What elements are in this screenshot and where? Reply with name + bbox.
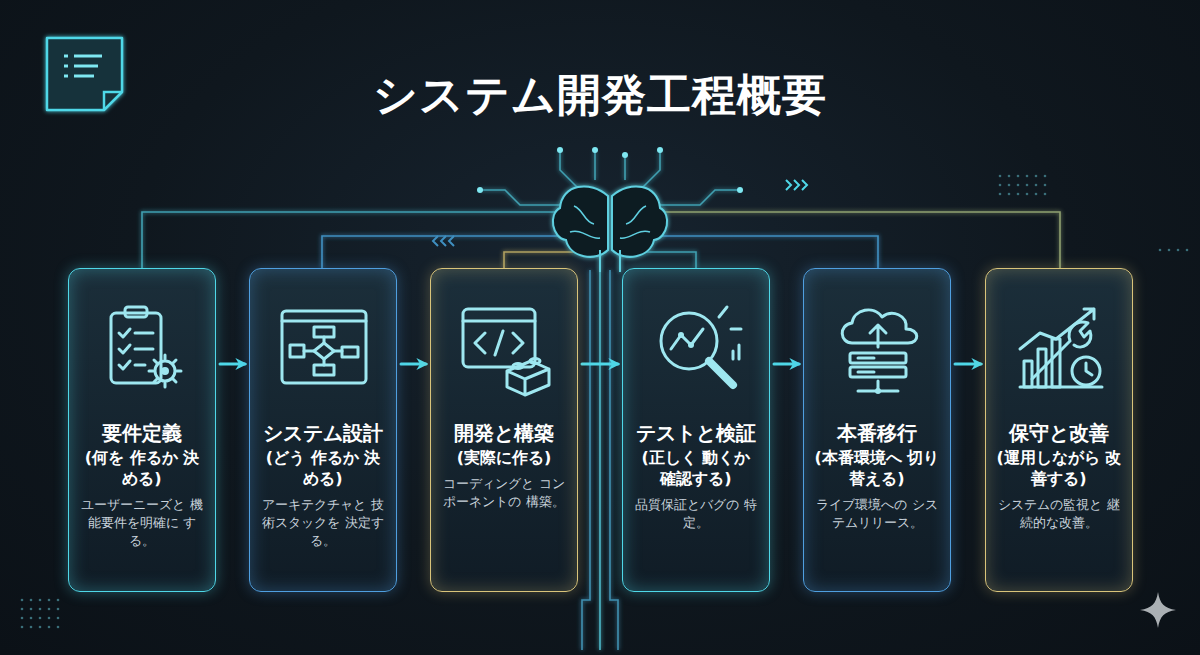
texture-dot: [39, 608, 42, 611]
step-icon: [274, 299, 374, 399]
chevron-decoration: [433, 180, 807, 246]
texture-dot: [1026, 175, 1029, 178]
step-description: 品質保証とバグの 特定。: [631, 496, 761, 532]
step-icon: [647, 299, 747, 399]
texture-dot: [21, 608, 24, 611]
texture-dot: [1035, 193, 1038, 196]
texture-dot: [1186, 249, 1189, 252]
texture-dot: [30, 608, 33, 611]
flow-arrow: [955, 363, 981, 366]
texture-dot: [1035, 175, 1038, 178]
sparkle-watermark: [1140, 592, 1176, 628]
step-subtitle: (正しく 動くか 確認する): [631, 448, 761, 490]
texture-dot: [48, 599, 51, 602]
texture-dot: [57, 608, 60, 611]
texture-dot: [1044, 184, 1047, 187]
texture-dot: [1044, 193, 1047, 196]
flow-arrow: [774, 363, 799, 366]
texture-dot: [1008, 175, 1011, 178]
texture-dot: [57, 626, 60, 629]
texture-dot: [30, 626, 33, 629]
texture-dot: [57, 617, 60, 620]
step-icon: [1010, 299, 1110, 399]
process-card: 本番移行(本番環境へ 切り替える) ライブ環境への システムリリース。: [803, 268, 951, 592]
process-card: 要件定義(何を 作るか 決める) ユーザーニーズと 機能要件を明確に する。: [68, 268, 216, 592]
step-heading: テストと検証: [636, 421, 756, 446]
texture-dot: [21, 599, 24, 602]
page-title: システム開発工程概要: [0, 66, 1200, 125]
texture-dot: [1035, 184, 1038, 187]
texture-dot: [30, 599, 33, 602]
step-description: アーキテクチャと 技術スタックを 決定する。: [258, 496, 388, 551]
brain-icon: [553, 186, 667, 272]
texture-dot: [39, 599, 42, 602]
texture-dot: [39, 626, 42, 629]
texture-dot: [48, 617, 51, 620]
texture-dot: [1177, 249, 1180, 252]
dot-texture: [21, 175, 1189, 629]
step-icon: [455, 299, 555, 399]
step-heading: 開発と構築: [454, 421, 554, 446]
texture-dot: [1008, 184, 1011, 187]
texture-dot: [21, 617, 24, 620]
step-description: ユーザーニーズと 機能要件を明確に する。: [77, 496, 207, 551]
step-heading: 要件定義: [102, 421, 182, 446]
texture-dot: [1017, 175, 1020, 178]
texture-dot: [1017, 193, 1020, 196]
texture-dot: [1026, 193, 1029, 196]
step-heading: 保守と改善: [1009, 421, 1109, 446]
texture-dot: [1044, 175, 1047, 178]
process-card: 開発と構築(実際に作る) コーディングと コンポーネントの 構築。: [430, 268, 578, 592]
process-card: 保守と改善(運用しながら 改善する) システムの監視と 継続的な改善。: [985, 268, 1133, 592]
step-subtitle: (どう 作るか 決める): [258, 448, 388, 490]
texture-dot: [1008, 193, 1011, 196]
texture-dot: [21, 626, 24, 629]
step-description: システムの監視と 継続的な改善。: [994, 496, 1124, 532]
texture-dot: [999, 175, 1002, 178]
texture-dot: [39, 617, 42, 620]
texture-dot: [1017, 184, 1020, 187]
process-card: システム設計(どう 作るか 決める) アーキテクチャと 技術スタックを 決定する。: [249, 268, 397, 592]
step-heading: システム設計: [263, 421, 383, 446]
flow-arrow: [582, 363, 618, 366]
texture-dot: [48, 626, 51, 629]
texture-dot: [1159, 249, 1162, 252]
step-subtitle: (何を 作るか 決める): [77, 448, 207, 490]
circuit-dots: [477, 147, 743, 193]
step-description: ライブ環境への システムリリース。: [812, 496, 942, 532]
step-heading: 本番移行: [837, 421, 917, 446]
texture-dot: [57, 599, 60, 602]
circuit-lines: [142, 150, 1060, 650]
flow-arrow: [401, 363, 426, 366]
step-subtitle: (本番環境へ 切り替える): [812, 448, 942, 490]
flow-arrow: [220, 363, 245, 366]
step-subtitle: (実際に作る): [457, 448, 552, 469]
texture-dot: [999, 193, 1002, 196]
step-subtitle: (運用しながら 改善する): [994, 448, 1124, 490]
process-card: テストと検証(正しく 動くか 確認する) 品質保証とバグの 特定。: [622, 268, 770, 592]
step-description: コーディングと コンポーネントの 構築。: [439, 475, 569, 511]
texture-dot: [30, 617, 33, 620]
texture-dot: [1026, 184, 1029, 187]
step-icon: [93, 299, 193, 399]
step-icon: [828, 299, 928, 399]
texture-dot: [1168, 249, 1171, 252]
note-icon: [47, 38, 122, 110]
texture-dot: [48, 608, 51, 611]
texture-dot: [999, 184, 1002, 187]
